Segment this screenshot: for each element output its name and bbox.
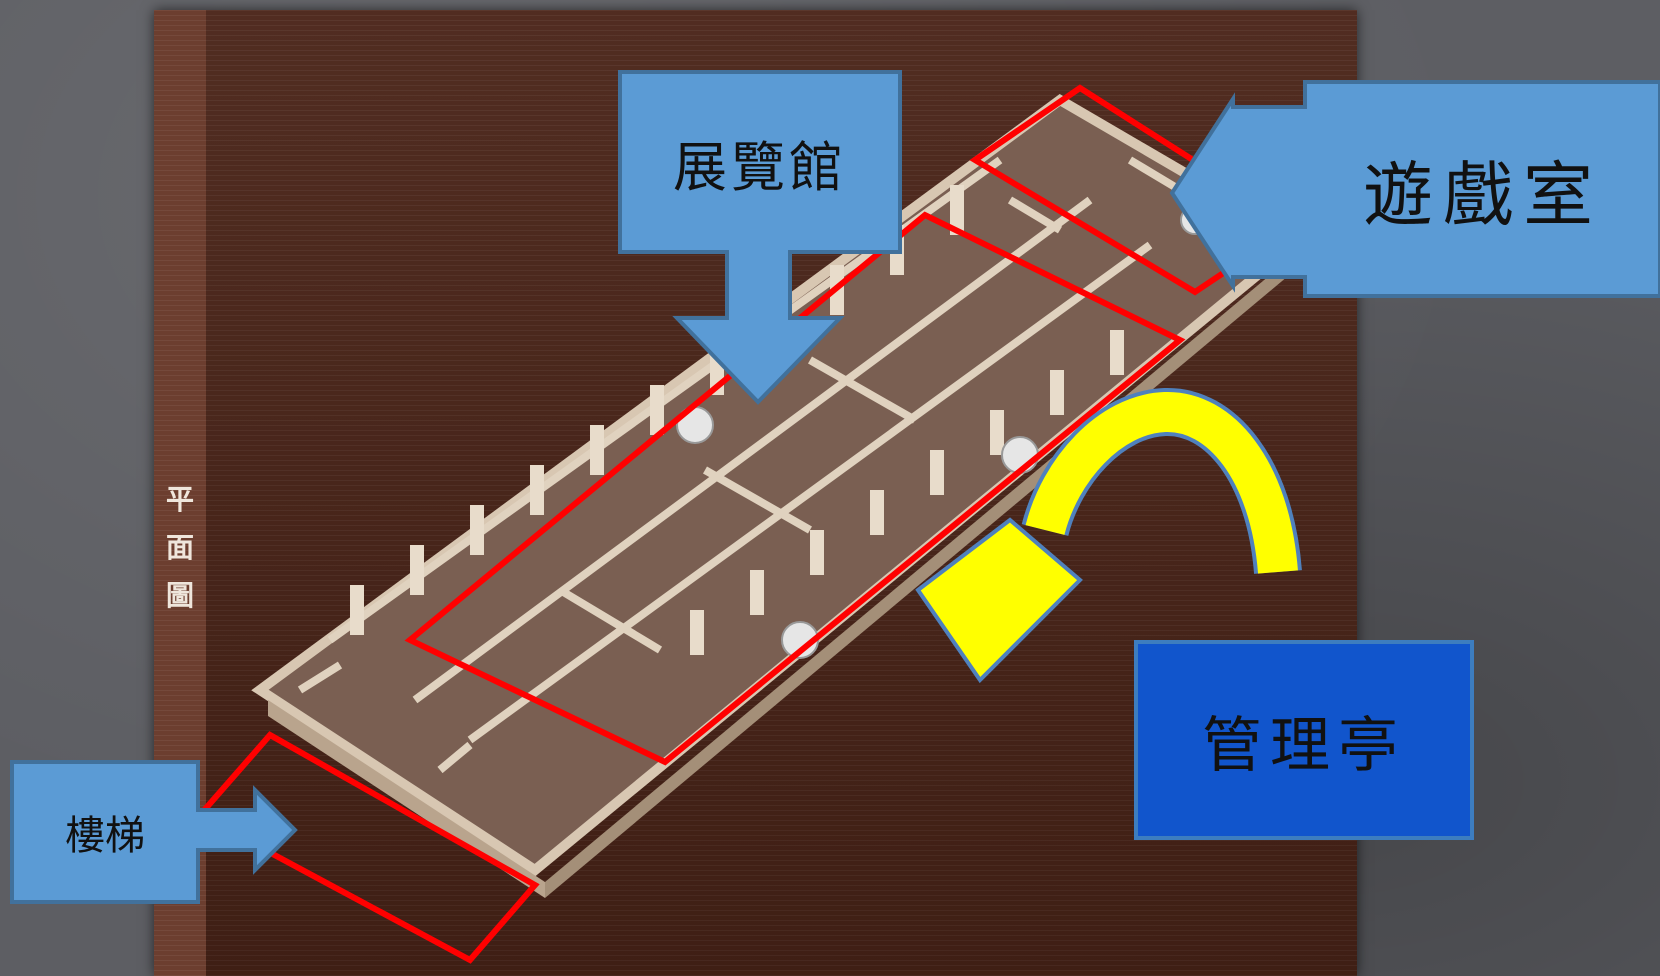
management-pavilion-label: 管理亭 [1202,710,1406,781]
exhibition-hall-label-box: 展覽館 [626,78,894,246]
stairs-label-box: 樓梯 [16,766,194,898]
game-room-label: 遊戲室 [1363,153,1603,236]
exhibition-hall-label: 展覽館 [673,135,847,199]
stairs-outline [195,731,540,964]
exhibition-hall-callout-shape [618,70,902,405]
curved-arrow-icon [915,388,1302,684]
side-title: 平面圖 [165,483,194,612]
management-pavilion-callout: 管理亭 [1134,640,1474,840]
stairs-label: 樓梯 [65,813,145,859]
game-room-label-box: 遊戲室 [1308,86,1658,292]
game-room-callout-shape [1169,80,1660,298]
stairs-callout-shape [10,760,298,904]
